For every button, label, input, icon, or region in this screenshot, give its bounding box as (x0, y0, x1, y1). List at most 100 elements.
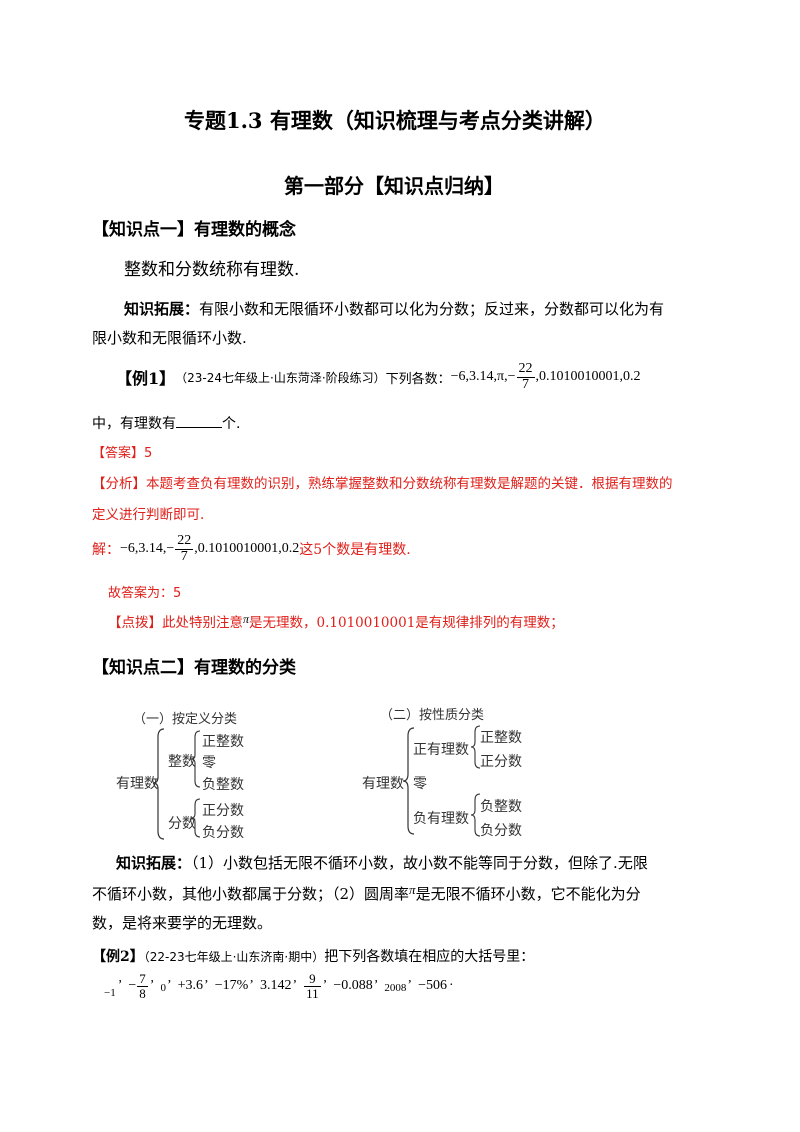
num-2008: 2008 (384, 982, 407, 995)
sep-8: ’ (373, 978, 379, 994)
diagram2-negative: 负有理数 (413, 811, 469, 827)
answer-line: 【答案】5 (92, 442, 152, 461)
answer-blank (176, 413, 222, 428)
kp1-ext-text: 有限小数和无限循环小数都可以化为分数；反过来，分数都可以化为有 (199, 300, 665, 318)
kp1-extension-line2: 限小数和无限循环小数. (92, 329, 247, 347)
answer-value: 5 (144, 446, 153, 461)
num-nine-elevenths: 9 11 (304, 972, 321, 1000)
solution-numbers: −6,3.14,− 22 7 ,0.1010010001,0.2 (120, 533, 300, 564)
diagram2-title: （二）按性质分类 (380, 708, 485, 723)
diagram2-pos-frac: 正分数 (480, 754, 522, 770)
kp1-extension-line1: 知识拓展：有限小数和无限循环小数都可以化为分数；反过来，分数都可以化为有 (124, 298, 664, 319)
kp1-heading: 【知识点一】有理数的概念 (92, 220, 296, 240)
solution-nums-b: ,0.1010010001,0.2 (194, 541, 300, 557)
tip-line: 【点拨】此处特别注意π是无理数，0.1010010001是有规律排列的有理数； (108, 611, 564, 631)
num-plus-3-6: +3.6 (177, 978, 204, 994)
example2-numbers: −1 ’ − 7 8 ’ 0 ’ +3.6 ’ −17% ’ 3.142 ’ 9… (104, 972, 454, 1000)
sep-4: ’ (204, 978, 209, 994)
sep-7: ’ (322, 978, 328, 994)
diagram1-neg-frac: 负分数 (202, 825, 244, 841)
tip-text-b: 是无理数，0.1010010001是有规律排列的有理数； (249, 615, 564, 631)
example1-line1: 【例1】 （23-24七年级上·山东菏泽·阶段练习） 下列各数： −6,3.14… (116, 361, 641, 392)
conclusion-line: 故答案为：5 (108, 586, 182, 601)
diagram1-neg-int: 负整数 (202, 777, 244, 793)
kp2-heading: 【知识点二】有理数的分类 (92, 658, 296, 678)
diagram1-root: 有理数 (116, 776, 158, 792)
solution-frac-num: 22 (175, 533, 194, 550)
num-neg-506: −506 (418, 978, 447, 994)
diagram1-braces (152, 728, 201, 840)
sep-9: ’ (407, 978, 413, 994)
kp2-extension-line1: 知识拓展：（1）小数包括无限不循环小数，故小数不能等同于分数，但除了.无限 (116, 852, 648, 873)
diagram2-braces (402, 725, 481, 837)
frac1-sign: − (128, 978, 137, 994)
diagram1-integer: 整数 (168, 754, 196, 770)
solution-fraction: 22 7 (175, 533, 194, 564)
tip-text-a: 此处特别注意 (162, 615, 243, 631)
solution-text: 这5个数是有理数. (299, 542, 411, 559)
example1-line2-b: 个. (222, 416, 241, 432)
solution-nums-a: −6,3.14,− (120, 541, 175, 557)
num-3-142: 3.142 (259, 978, 292, 994)
kp1-definition: 整数和分数统称有理数. (124, 260, 300, 280)
example1-line2-a: 中，有理数有 (92, 416, 176, 432)
example1-line2: 中，有理数有 个. (92, 413, 240, 433)
example1-source: （23-24七年级上·山东菏泽·阶段练习） (175, 370, 386, 385)
kp2-ext-text1: （1）小数包括无限不循环小数，故小数不能等同于分数，但除了.无限 (191, 854, 648, 872)
sep-1: ’ (117, 978, 123, 994)
num-neg-0-088: −0.088 (333, 978, 373, 994)
example1-fraction: 22 7 (516, 361, 535, 392)
diagram2-positive: 正有理数 (413, 742, 469, 758)
analysis-line1: 【分析】本题考查负有理数的识别，熟练掌握整数和分数统称有理数是解题的关键．根据有… (92, 472, 673, 492)
analysis-label: 【分析】 (92, 476, 146, 492)
diagram2-neg-int: 负整数 (480, 799, 522, 815)
diagram1-pos-frac: 正分数 (202, 803, 244, 819)
diagram2-neg-frac: 负分数 (480, 823, 522, 839)
analysis-line2: 定义进行判断即可. (92, 507, 205, 523)
kp2-extension-line3: 数，是将来要学的无理数。 (92, 914, 273, 932)
diagram1-fraction: 分数 (168, 816, 196, 832)
sep-6: ’ (292, 978, 298, 994)
solution-frac-den: 7 (180, 548, 188, 564)
sep-5: ’ (249, 978, 254, 994)
analysis-text1: 本题考查负有理数的识别，熟练掌握整数和分数统称有理数是解题的关键．根据有理数的 (146, 476, 673, 492)
kp2-ext-text2b: 是无限不循环小数，它不能化为分 (415, 885, 641, 903)
sep-2: ’ (149, 978, 155, 994)
page-title: 专题1.3 有理数（知识梳理与考点分类讲解） (184, 108, 606, 133)
num-neg1: −1 (104, 987, 116, 1000)
example1-frac-num: 22 (516, 361, 535, 378)
example1-nums-a: −6,3.14,π,− (450, 369, 516, 385)
example1-label: 【例1】 (116, 369, 176, 389)
frac1-num: 7 (139, 971, 146, 986)
frac2-num: 9 (309, 971, 316, 986)
kp1-ext-label: 知识拓展： (124, 300, 200, 318)
num-neg-17-percent: −17% (214, 978, 249, 994)
part-heading: 第一部分【知识点归纳】 (284, 174, 504, 198)
example2-line1: 【例2】（22-23七年级上·山东济南·期中）把下列各数填在相应的大括号里： (92, 946, 534, 966)
diagram1-title: （一）按定义分类 (133, 712, 238, 727)
solution-label: 解： (92, 542, 120, 559)
example1-numbers: −6,3.14,π,− 22 7 ,0.1010010001,0.2 (450, 361, 641, 392)
diagram1-pos-int: 正整数 (202, 734, 244, 750)
end-mark: · (448, 978, 454, 994)
diagram2-pos-int: 正整数 (480, 730, 522, 746)
diagram2-zero: 零 (413, 776, 427, 792)
frac2-den: 11 (304, 985, 321, 1001)
num-neg-seven-eighths: 7 8 (137, 972, 148, 1000)
sep-3: ’ (166, 978, 172, 994)
kp2-ext-text2a: 不循环小数，其他小数都属于分数；（2）圆周率 (92, 885, 410, 903)
num-zero: 0 (160, 982, 166, 995)
example1-stem: 下列各数： (385, 371, 451, 387)
example2-label: 【例2】 (92, 949, 144, 965)
kp2-ext-label: 知识拓展： (116, 854, 192, 872)
solution-line: 解： −6,3.14,− 22 7 ,0.1010010001,0.2 这5个数… (92, 533, 411, 564)
example1-frac-den: 7 (522, 376, 530, 392)
frac1-den: 8 (137, 985, 148, 1001)
pi-symbol-2: π (409, 882, 416, 897)
example2-source: （22-23七年级上·山东济南·期中） (143, 950, 325, 964)
example2-stem: 把下列各数填在相应的大括号里： (324, 949, 535, 965)
diagram1-zero: 零 (202, 755, 216, 771)
answer-label: 【答案】 (92, 446, 145, 461)
diagram2-root: 有理数 (362, 776, 404, 792)
pi-symbol: π (243, 612, 250, 626)
